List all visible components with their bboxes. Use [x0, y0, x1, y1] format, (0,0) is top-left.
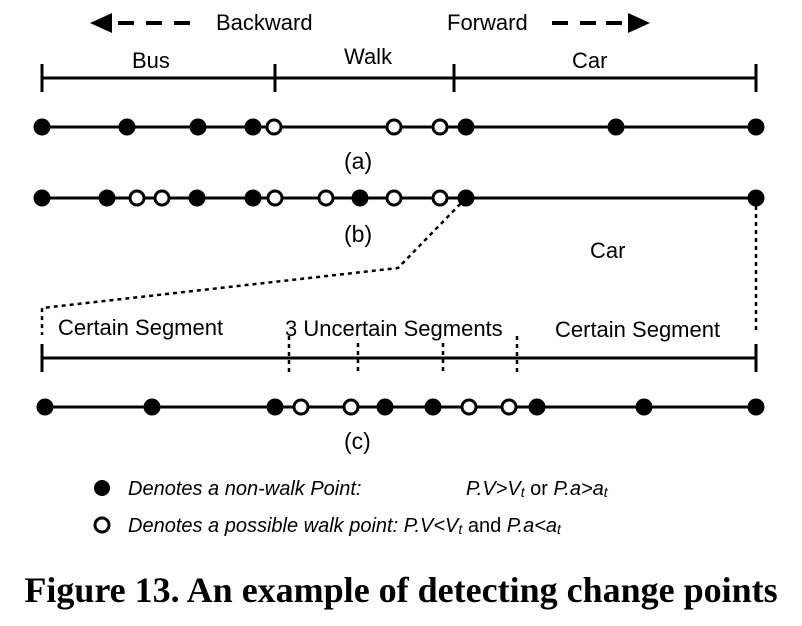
legend-filled-point-icon — [94, 480, 110, 496]
non-walk-point — [244, 189, 262, 207]
uncertain-segments-label: 3 Uncertain Segments — [285, 316, 503, 341]
walk-point — [342, 398, 360, 416]
non-walk-point — [528, 398, 546, 416]
forward-label: Forward — [447, 10, 528, 35]
figure-caption: Figure 13. An example of detecting chang… — [24, 570, 778, 610]
non-walk-point — [33, 189, 51, 207]
non-walk-point — [118, 118, 136, 136]
panel-label-c: (c) — [344, 428, 371, 454]
non-walk-point — [747, 398, 765, 416]
forward-arrow — [552, 13, 650, 33]
walk-point — [431, 189, 449, 207]
row-b — [33, 189, 765, 207]
mode-label-car: Car — [572, 48, 608, 73]
legend-walk-desc: Denotes a possible walk point: — [128, 515, 399, 537]
backward-arrow — [90, 13, 190, 33]
zoom-lines — [40, 197, 758, 335]
non-walk-point — [143, 398, 161, 416]
certain-segment-left-label: Certain Segment — [58, 315, 224, 340]
walk-point — [460, 398, 478, 416]
walk-point — [266, 189, 284, 207]
non-walk-point — [244, 118, 262, 136]
walk-point — [128, 189, 146, 207]
walk-point — [385, 118, 403, 136]
walk-point — [500, 398, 518, 416]
panel-label-b: (b) — [344, 221, 373, 247]
car-label: Car — [590, 238, 626, 263]
non-walk-point — [424, 398, 442, 416]
walk-point — [265, 118, 283, 136]
walk-point — [153, 189, 171, 207]
non-walk-point — [33, 118, 51, 136]
panel-label-a: (a) — [344, 148, 373, 174]
legend-non-walk: Denotes a non-walk Point: — [128, 479, 361, 499]
legend-non-walk-desc: Denotes a non-walk Point: — [128, 478, 362, 500]
mode-label-bus: Bus — [132, 48, 170, 73]
non-walk-point — [189, 118, 207, 136]
non-walk-point — [266, 398, 284, 416]
non-walk-point — [635, 398, 653, 416]
segment-ruler — [40, 336, 758, 372]
walk-point — [292, 398, 310, 416]
non-walk-point — [607, 118, 625, 136]
mode-label-walk: Walk — [344, 44, 393, 69]
non-walk-point — [747, 118, 765, 136]
row-c — [36, 398, 765, 416]
walk-point — [385, 189, 403, 207]
non-walk-point — [376, 398, 394, 416]
walk-point — [317, 189, 335, 207]
mode-ruler — [40, 64, 758, 92]
row-a — [33, 118, 765, 136]
walk-point — [431, 118, 449, 136]
legend-open-point-icon — [93, 516, 111, 534]
non-walk-point — [98, 189, 116, 207]
legend-non-walk-condition: P.V>Vt or P.a>at — [466, 478, 608, 501]
legend-walk: Denotes a possible walk point: P.V<Vt an… — [128, 515, 561, 538]
certain-segment-right-label: Certain Segment — [555, 317, 721, 342]
non-walk-point — [457, 118, 475, 136]
non-walk-point — [351, 189, 369, 207]
non-walk-point — [36, 398, 54, 416]
backward-label: Backward — [216, 10, 313, 35]
non-walk-point — [188, 189, 206, 207]
